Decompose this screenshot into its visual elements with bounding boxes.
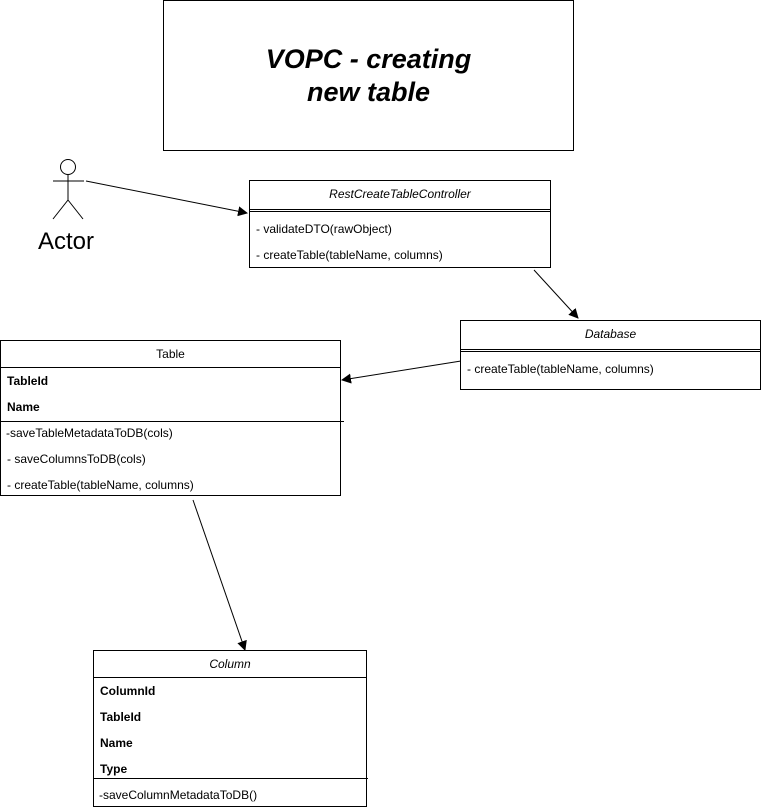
table-to-column-arrow <box>192 499 247 651</box>
database-method: - createTable(tableName, columns) <box>467 362 654 376</box>
database-class-name: Database <box>461 321 760 352</box>
table-divider <box>1 421 344 422</box>
actor-to-controller-arrow <box>85 180 248 217</box>
column-class: Column ColumnId TableId Name Type -saveC… <box>93 650 368 807</box>
column-divider <box>94 778 368 779</box>
database-class: Database - createTable(tableName, column… <box>460 320 761 390</box>
table-attribute: Name <box>7 400 40 414</box>
actor-label: Actor <box>38 228 95 255</box>
database-to-table-arrow <box>341 360 462 384</box>
column-attribute: TableId <box>100 710 142 724</box>
column-attribute: ColumnId <box>100 684 156 698</box>
controller-class: RestCreateTableController - validateDTO(… <box>249 180 551 268</box>
diagram-title: VOPC - creating new table <box>265 43 472 107</box>
actor-figure <box>52 159 84 220</box>
controller-to-database-arrow <box>533 269 579 319</box>
column-class-name: Column <box>94 651 366 678</box>
column-method: -saveColumnMetadataToDB() <box>99 788 258 802</box>
table-attribute: TableId <box>7 374 49 388</box>
column-attribute: Type <box>100 762 128 776</box>
controller-method: - validateDTO(rawObject) <box>256 222 392 236</box>
table-class: Table TableId Name -saveTableMetadataToD… <box>0 340 344 496</box>
column-attribute: Name <box>100 736 133 750</box>
table-method: - createTable(tableName, columns) <box>7 478 194 492</box>
table-method: -saveTableMetadataToDB(cols) <box>6 426 173 440</box>
table-class-name: Table <box>1 341 340 368</box>
diagram-title-box: VOPC - creating new table <box>163 0 574 151</box>
controller-class-name: RestCreateTableController <box>250 181 550 212</box>
table-method: - saveColumnsToDB(cols) <box>7 452 146 466</box>
controller-method: - createTable(tableName, columns) <box>256 248 443 262</box>
